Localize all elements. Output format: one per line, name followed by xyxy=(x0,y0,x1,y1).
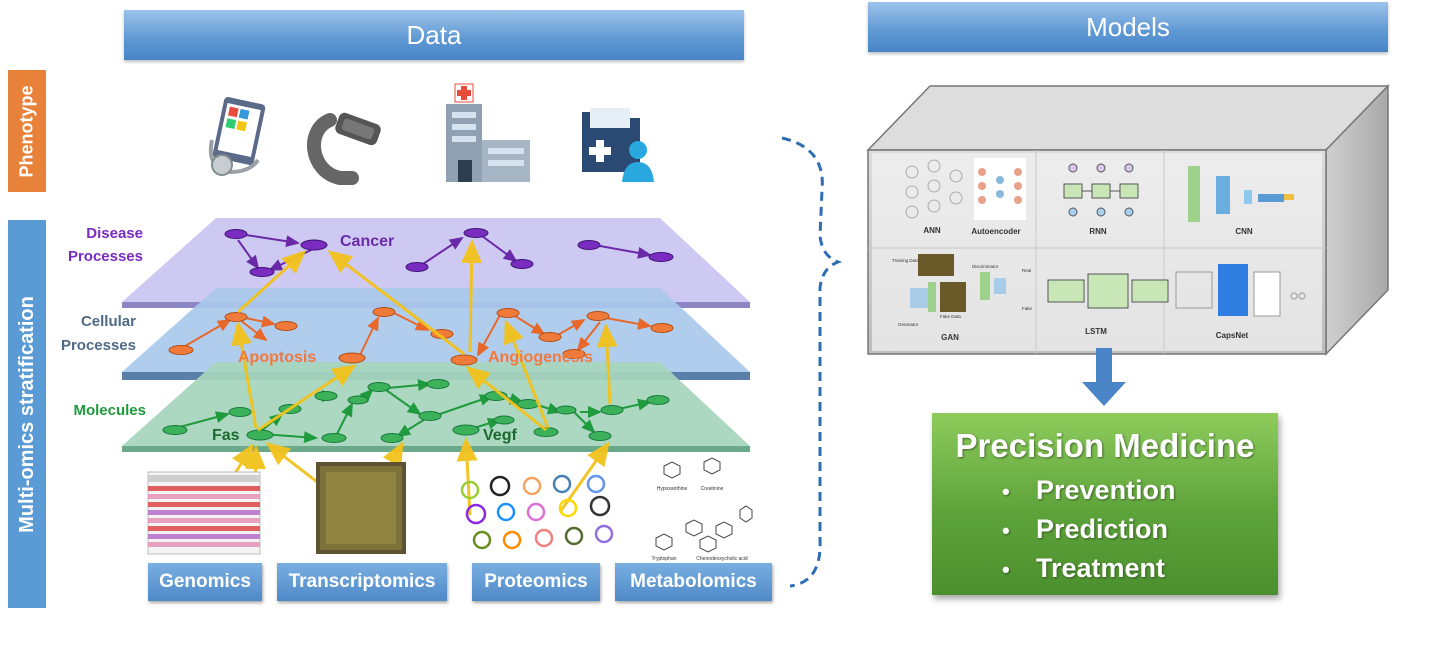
autoencoder-diagram xyxy=(974,158,1026,220)
lstm-label: LSTM xyxy=(1085,327,1107,336)
precision-medicine-title: Precision Medicine xyxy=(955,427,1255,464)
gan-diagram xyxy=(910,254,1006,312)
bullet-glyph: • xyxy=(1002,518,1010,543)
gan-discriminator-label: Discriminator xyxy=(972,264,999,269)
bullet-treatment: Treatment xyxy=(1036,553,1166,583)
disease-network xyxy=(237,234,652,271)
genomics-button: Genomics xyxy=(148,563,262,601)
cellular-label-line2: Processes xyxy=(61,337,136,354)
transcriptomics-button: Transcriptomics xyxy=(277,563,447,601)
phenotype-bar: Phenotype xyxy=(8,70,46,192)
hospital-icon xyxy=(446,83,530,182)
cancer-node-label: Cancer xyxy=(340,233,394,250)
capsnet-label: CapsNet xyxy=(1216,331,1249,340)
gan-label: GAN xyxy=(941,333,959,342)
angiogenesis-node-label: Angiogenesis xyxy=(488,349,593,366)
vegf-node-label: Vegf xyxy=(483,427,517,444)
bullet-glyph: • xyxy=(1002,479,1010,504)
metabolite-label-2: Creatinine xyxy=(701,486,724,492)
precision-bullet-item: • Prediction xyxy=(1002,510,1278,549)
metabolite-label-1: Hypoxanthine xyxy=(657,486,688,492)
proteomics-image xyxy=(460,474,614,550)
capsnet-diagram xyxy=(1175,264,1306,317)
lstm-diagram xyxy=(1047,273,1169,309)
disease-label-line1: Disease xyxy=(86,225,143,242)
autoencoder-label: Autoencoder xyxy=(971,227,1020,236)
cnn-diagram xyxy=(1188,166,1294,222)
precision-medicine-box: Precision Medicine • Prevention • Predicti… xyxy=(932,413,1278,595)
multiomics-bar: Multi-omics stratification xyxy=(8,220,46,608)
molecule-layer-edge xyxy=(122,446,750,452)
apoptosis-node-label: Apoptosis xyxy=(238,349,316,366)
smartwatch-icon xyxy=(307,112,381,185)
gan-fake-data-label: Fake Data xyxy=(940,314,961,319)
metabolomics-button: Metabolomics xyxy=(615,563,772,601)
gan-fake-label: Fake xyxy=(1022,306,1033,311)
disease-label-line2: Processes xyxy=(68,248,143,265)
tablet-stethoscope-icon xyxy=(208,97,266,176)
proteomics-button: Proteomics xyxy=(472,563,600,601)
cellular-label-line1: Cellular xyxy=(81,313,136,330)
cnn-label: CNN xyxy=(1235,227,1253,236)
molecule-nodes xyxy=(162,379,670,443)
disease-nodes xyxy=(224,228,674,277)
gan-training-data-label: Training Data xyxy=(892,258,919,263)
metabolite-label-3: Tryptophan xyxy=(651,556,676,562)
ann-label: ANN xyxy=(923,226,941,235)
cellular-network xyxy=(179,312,652,357)
metabolomics-image xyxy=(655,457,753,553)
transcriptomics-image xyxy=(316,462,406,554)
dashed-brace xyxy=(781,136,843,588)
metabolite-label-4: Chenodeoxycholic acid xyxy=(696,556,748,562)
medical-folder-icon xyxy=(582,108,654,182)
genomics-image xyxy=(147,471,261,555)
bullet-glyph: • xyxy=(1002,557,1010,582)
ann-diagram xyxy=(905,159,963,219)
disease-layer-plane xyxy=(122,218,750,302)
molecules-label: Molecules xyxy=(73,402,146,419)
precision-bullet-item: • Prevention xyxy=(1002,471,1278,510)
data-header: Data xyxy=(124,10,744,60)
rnn-label: RNN xyxy=(1089,227,1107,236)
gan-real-label: Real xyxy=(1022,268,1031,273)
models-header: Models xyxy=(868,2,1388,52)
precision-bullet-item: • Treatment xyxy=(1002,549,1278,588)
models-to-precision-arrow xyxy=(1082,348,1126,406)
gan-generator-label: Generator xyxy=(898,322,919,327)
fas-node-label: Fas xyxy=(212,427,240,444)
precision-bullet-list: • Prevention • Prediction • Treatment xyxy=(932,471,1278,588)
bullet-prevention: Prevention xyxy=(1036,475,1176,505)
rnn-diagram xyxy=(1063,163,1139,217)
bullet-prediction: Prediction xyxy=(1036,514,1169,544)
